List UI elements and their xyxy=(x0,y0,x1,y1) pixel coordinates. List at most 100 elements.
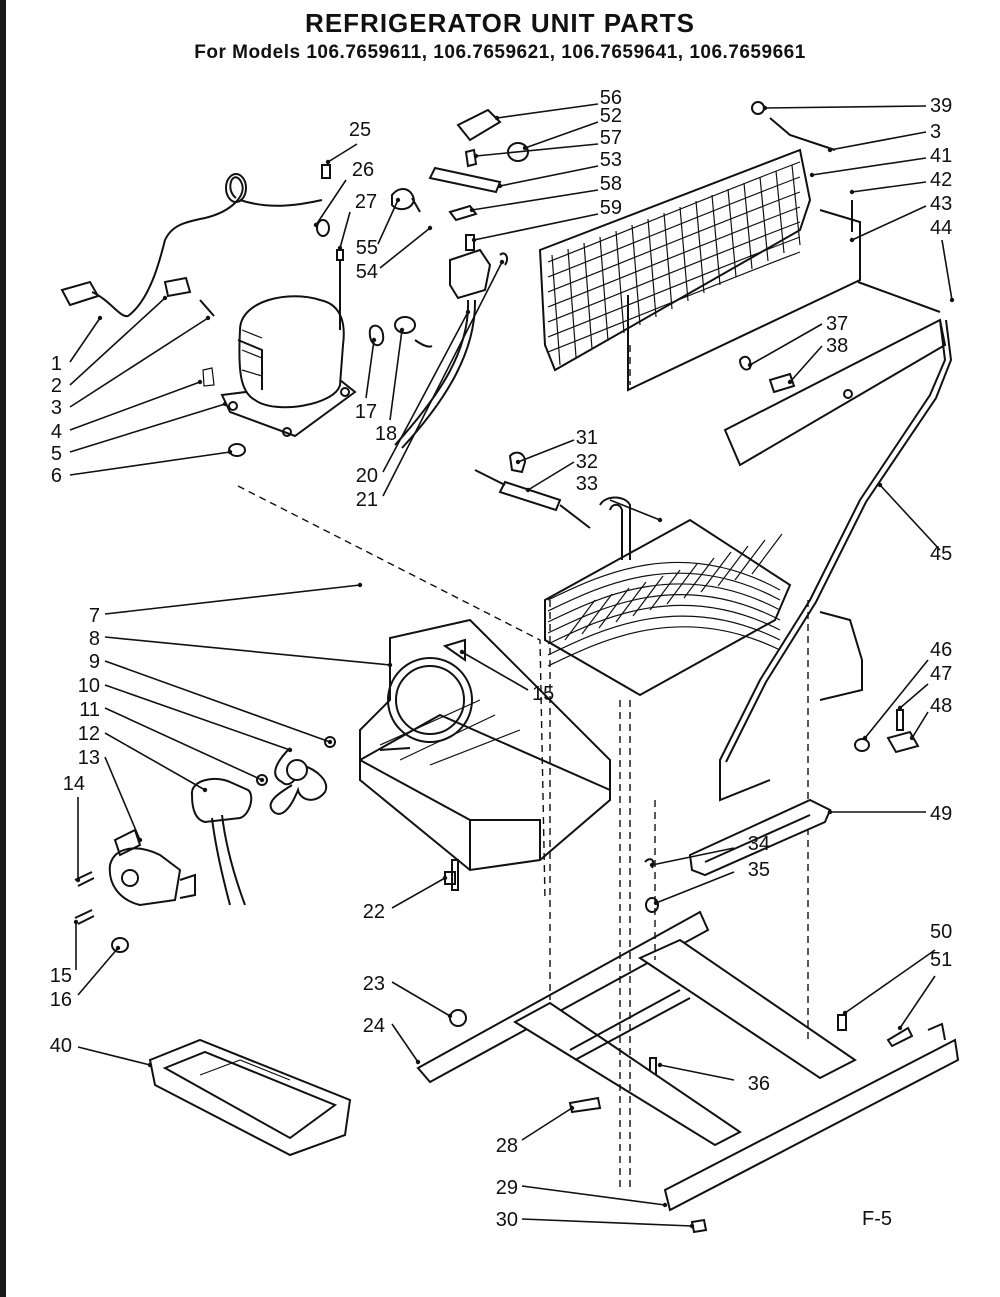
leader-arrow-c6 xyxy=(227,449,233,455)
callout-c36: 36 xyxy=(748,1073,770,1095)
leader-arrow-c8 xyxy=(387,662,393,668)
page-reference: F-5 xyxy=(862,1208,892,1230)
leader-line-c17 xyxy=(365,339,375,399)
leader-line-c55 xyxy=(377,199,399,245)
leader-arrow-c25 xyxy=(325,159,331,165)
leader-arrow-c57 xyxy=(473,153,479,159)
evaporator-fin xyxy=(683,557,715,599)
evaporator-tube xyxy=(547,626,781,667)
leader-arrow-c15b xyxy=(73,919,79,925)
condenser-fin xyxy=(743,182,753,270)
leader-arrow-c4 xyxy=(197,379,203,385)
leader-line-c39 xyxy=(764,105,927,109)
leader-arrow-c58 xyxy=(469,207,475,213)
leader-arrow-c31 xyxy=(515,459,521,465)
callout-c50: 50 xyxy=(930,921,952,943)
leader-arrow-c37 xyxy=(747,362,753,368)
callout-c53: 53 xyxy=(600,149,622,171)
callout-c3b: 3 xyxy=(930,121,941,143)
leader-line-c26 xyxy=(315,179,347,226)
callout-c3: 3 xyxy=(51,397,62,419)
callout-c43: 43 xyxy=(930,193,952,215)
leader-line-c35 xyxy=(655,871,735,904)
leader-line-c18 xyxy=(389,329,403,421)
condenser-fin xyxy=(647,218,657,318)
condenser-fin xyxy=(583,242,593,350)
leader-arrow-c16 xyxy=(115,945,121,951)
leader-arrow-c7 xyxy=(357,582,363,588)
leader-arrow-c13 xyxy=(137,837,143,843)
leader-arrow-c23 xyxy=(447,1013,453,1019)
condenser-tube xyxy=(547,206,801,308)
leader-line-c27 xyxy=(339,211,351,249)
callout-c2: 2 xyxy=(51,375,62,397)
compressor xyxy=(202,295,357,438)
callout-c42: 42 xyxy=(930,169,952,191)
evaporator-fin xyxy=(632,575,664,617)
leader-line-c46 xyxy=(864,659,929,739)
leader-arrow-c40 xyxy=(147,1062,153,1068)
callout-labels: 1234567891011121314151516171820212223242… xyxy=(50,87,953,1231)
callout-c38: 38 xyxy=(826,335,848,357)
leader-arrow-c32 xyxy=(525,487,531,493)
leader-arrow-c46 xyxy=(862,735,868,741)
leader-lines xyxy=(69,103,955,1229)
callout-c51: 51 xyxy=(930,949,952,971)
callout-c11: 11 xyxy=(79,699,100,721)
callout-c1: 1 xyxy=(51,353,62,375)
leader-line-c29 xyxy=(521,1185,666,1206)
leader-arrow-c15a xyxy=(459,649,465,655)
leader-line-c3 xyxy=(69,317,209,408)
evaporator-fin xyxy=(649,569,681,611)
evaporator-fin xyxy=(615,581,647,623)
compressor-fittings xyxy=(228,164,433,457)
callout-c9: 9 xyxy=(89,651,100,673)
leader-arrow-c3b xyxy=(827,147,833,153)
callout-c27: 27 xyxy=(355,191,377,213)
evaporator-tube xyxy=(547,561,781,601)
leader-line-c41 xyxy=(811,157,927,176)
evaporator-fin xyxy=(700,551,732,593)
condenser-tube xyxy=(547,161,801,263)
leader-line-c23 xyxy=(391,981,451,1017)
leader-line-c25 xyxy=(327,143,358,163)
leader-arrow-c5 xyxy=(222,401,228,407)
fan-motor-assembly xyxy=(108,736,336,907)
leader-line-c21 xyxy=(382,261,503,497)
leader-line-c3b xyxy=(829,131,927,151)
callout-c56: 56 xyxy=(600,87,622,109)
leader-line-c10 xyxy=(104,684,291,751)
leader-line-c13 xyxy=(104,756,141,841)
condenser-fin xyxy=(679,206,689,302)
leader-line-c7 xyxy=(104,584,361,615)
leader-line-c6 xyxy=(69,451,231,476)
leader-arrow-c53 xyxy=(497,183,503,189)
callout-c8: 8 xyxy=(89,628,100,650)
callout-c6: 6 xyxy=(51,465,62,487)
callout-c17: 17 xyxy=(355,401,377,423)
leader-line-c44 xyxy=(941,239,953,301)
callout-c55: 55 xyxy=(356,237,378,259)
callout-c14: 14 xyxy=(63,773,85,795)
leader-arrow-c17 xyxy=(371,337,377,343)
callout-c35: 35 xyxy=(748,859,770,881)
leader-arrow-c21 xyxy=(499,259,505,265)
leader-line-c37 xyxy=(749,323,823,366)
drain-pan xyxy=(148,1038,352,1157)
condenser-tube xyxy=(547,251,801,353)
evaporator-fin xyxy=(564,599,596,641)
leader-line-c9 xyxy=(104,660,331,743)
condenser-fin xyxy=(631,224,641,326)
leader-arrow-c49 xyxy=(827,809,833,815)
leader-line-c47 xyxy=(899,683,929,709)
callout-c34: 34 xyxy=(748,833,770,855)
leader-arrow-c48 xyxy=(909,735,915,741)
callout-c45: 45 xyxy=(930,543,952,565)
leader-arrow-c28 xyxy=(569,1105,575,1111)
leader-arrow-c35 xyxy=(653,900,659,906)
evaporator-fin xyxy=(734,539,766,581)
leader-line-c38 xyxy=(789,345,823,383)
base-frame xyxy=(237,485,960,1212)
callout-c47: 47 xyxy=(930,663,952,685)
